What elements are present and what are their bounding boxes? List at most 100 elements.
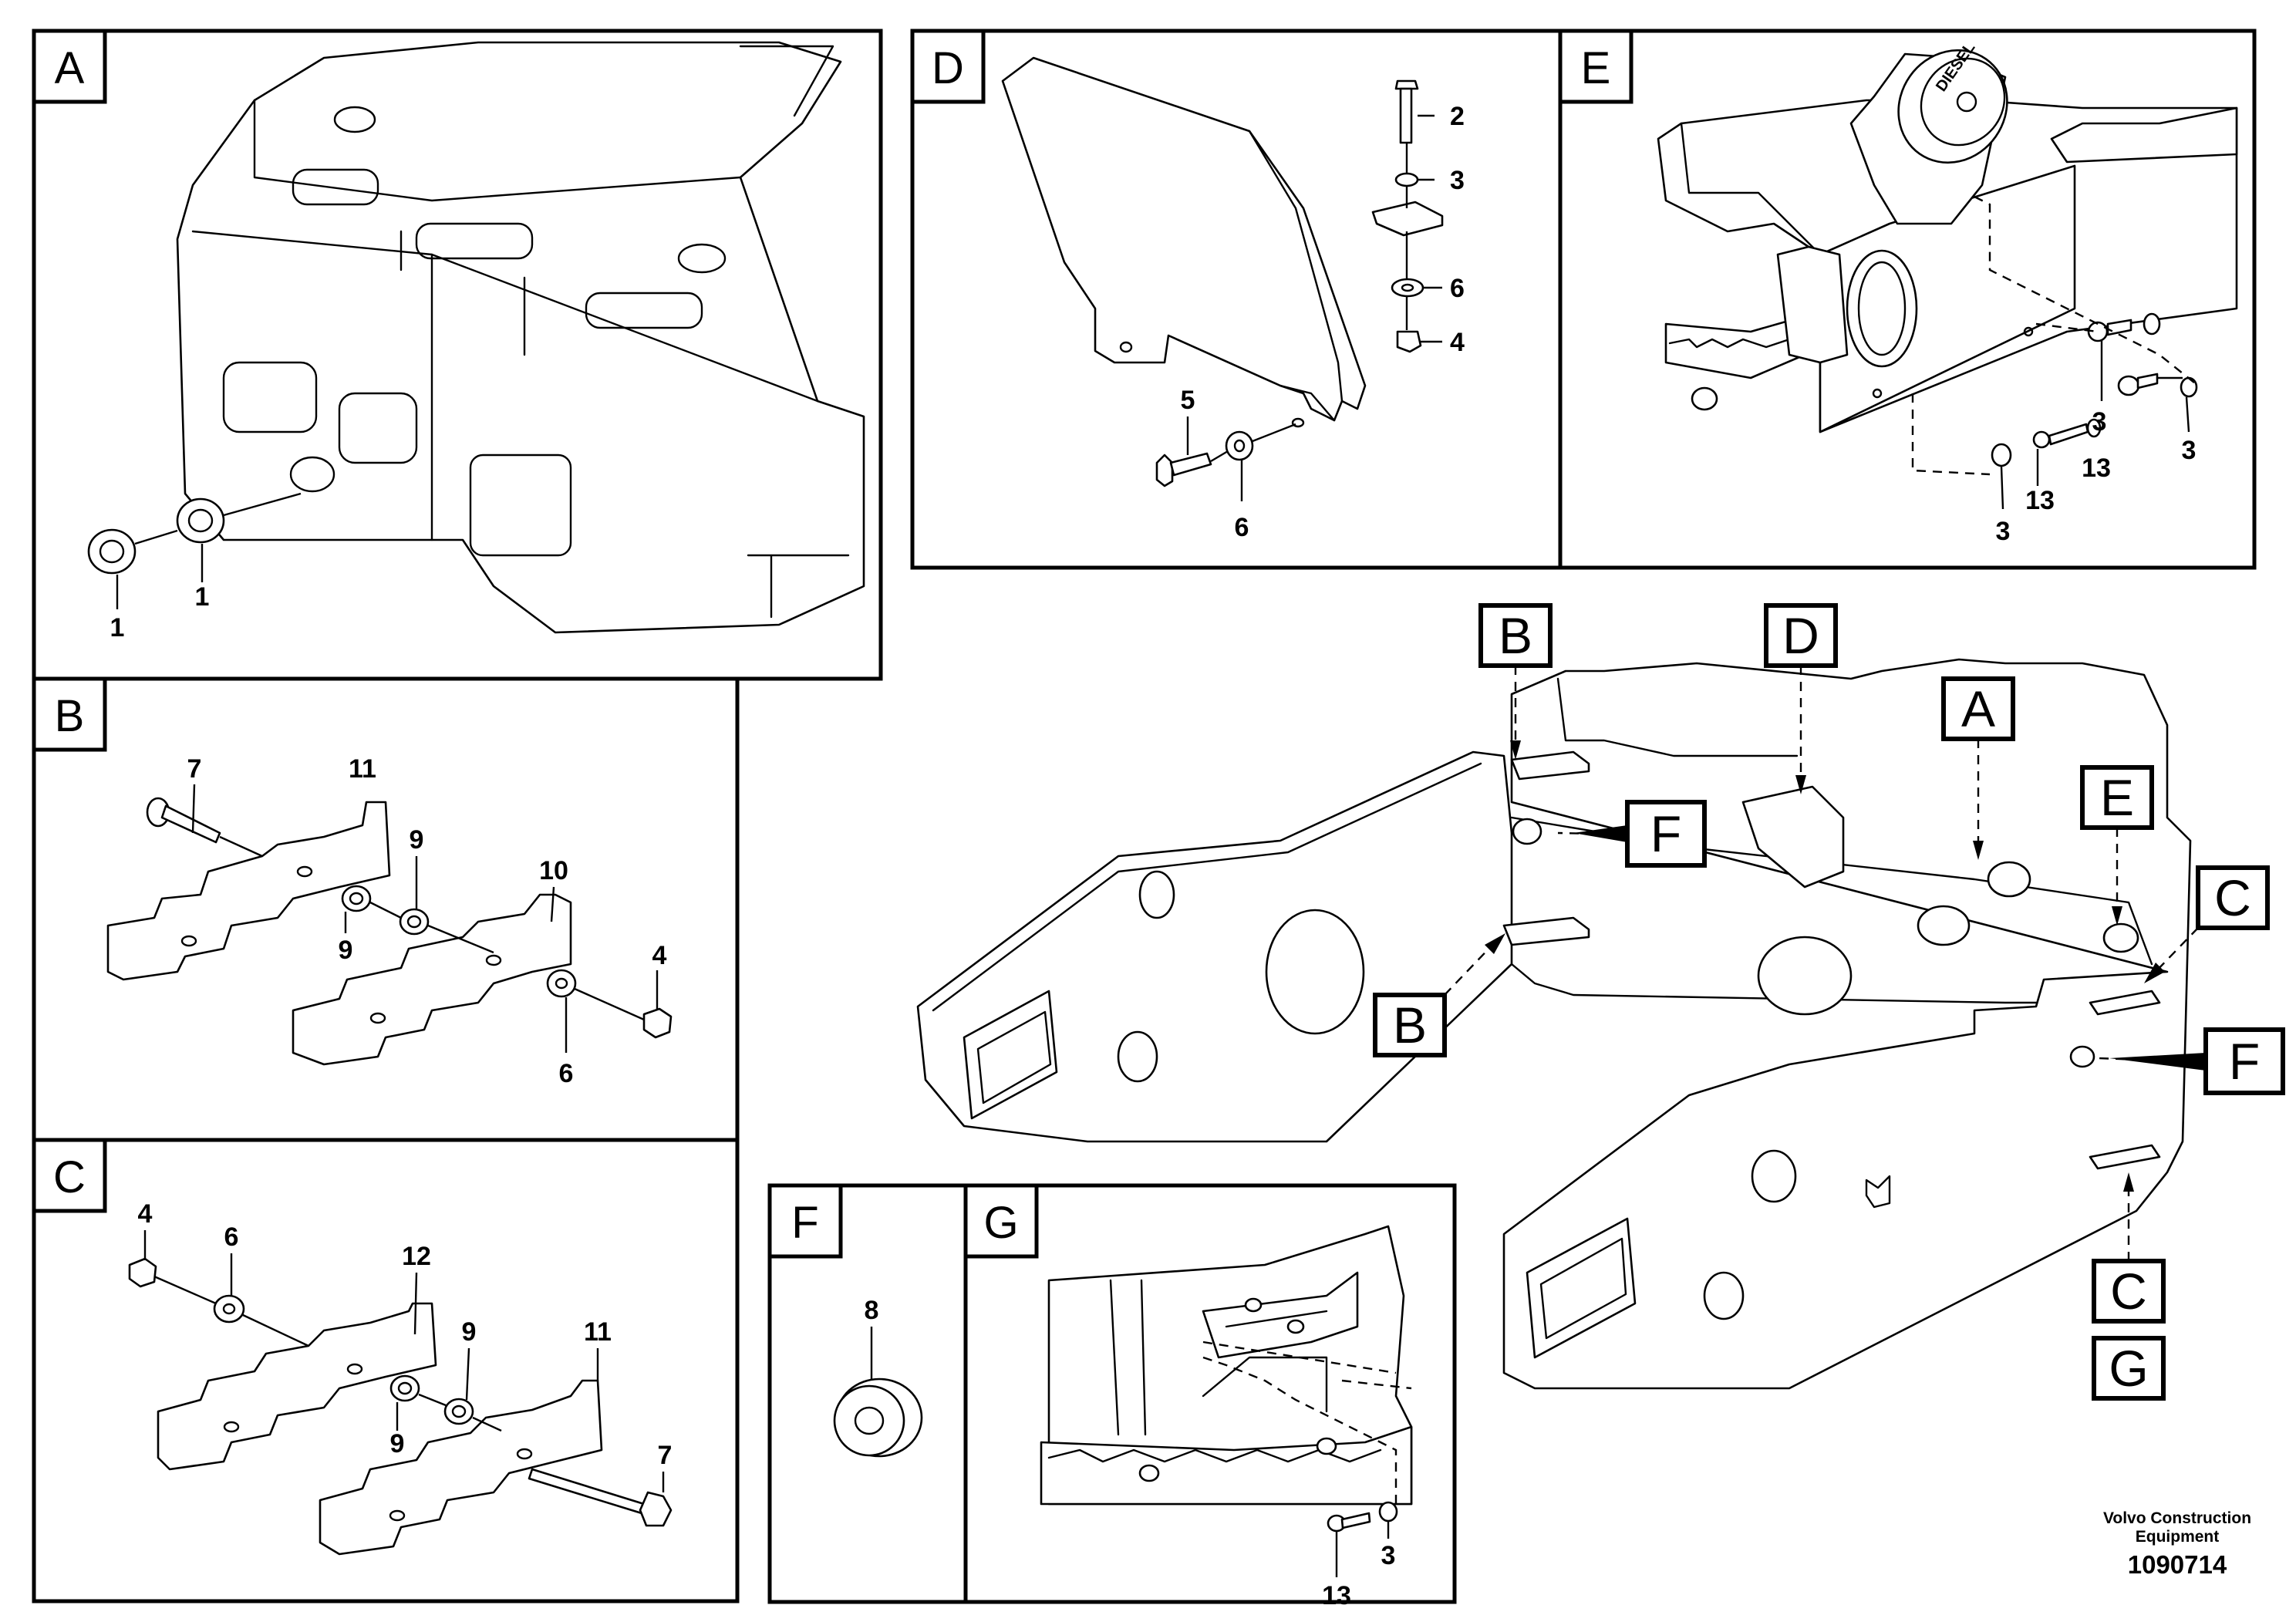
callout-label: B [1499,607,1532,664]
callout-e: E [2080,765,2154,926]
item-number: 4 [138,1199,153,1229]
panel-e: E DIESEL [1558,29,2257,570]
panel-g: G 13 3 [963,1183,1457,1610]
bracket-11 [106,801,391,981]
item-number: 2 [1450,102,1465,131]
item-number: 9 [410,825,424,855]
panel-f-label-box [767,1183,843,1259]
brand-line-2: Equipment [2136,1528,2220,1546]
item-number: 11 [349,754,376,784]
panel-f: F 8 [767,1183,968,1604]
washer-6-c [213,1294,245,1324]
item-number: 12 [402,1242,431,1271]
callout-d: D [1764,603,1838,794]
nut-4 [642,1007,673,1039]
item-number: 1 [110,613,125,642]
fasteners-e [1991,312,2198,467]
callout-label: A [1961,680,1995,737]
panel-a-label: A [55,43,85,93]
item-number: 7 [658,1441,673,1470]
callout-label: B [1393,996,1427,1054]
callout-label: C [2214,869,2251,926]
footer: Volvo Construction Equipment 1090714 [2103,1509,2251,1579]
item-number: 6 [559,1059,574,1088]
item-number: 6 [224,1222,239,1252]
panel-c-label: C [53,1152,86,1202]
nut-4-d [1396,330,1422,353]
panel-g-frame [963,1183,1457,1604]
panel-e-frame [1558,29,2257,570]
item-number: 1 [195,582,210,612]
spacer-9c [389,1374,420,1402]
panel-f-label: F [791,1198,818,1248]
panel-a: A 1 1 [32,29,883,681]
callout-b-top: B [1478,603,1553,760]
callout-a: A [1941,676,2015,860]
panel-a-drawing [176,41,865,634]
panel-b-label-box [32,676,107,752]
fasteners-g [1327,1501,1398,1533]
item-number: 4 [1450,328,1465,357]
callout-c-bottom: C [2092,1172,2166,1324]
fuel-cap: DIESEL [1849,39,2008,225]
item-number: 10 [539,856,568,885]
drawing-number: 1090714 [2128,1550,2227,1579]
item-number: 6 [1235,513,1249,542]
callout-b-bottom: B [1373,933,1505,1057]
item-number: 4 [652,941,667,970]
tank-frame [1657,99,2238,433]
panel-a-label-box [32,29,107,104]
spacer-9b [399,908,430,936]
item-number: 13 [2082,454,2111,483]
bracket-12 [157,1302,437,1471]
callout-label: D [1782,607,1819,664]
bolt-7 [146,797,221,844]
brand-line-1: Volvo Construction [2103,1509,2251,1527]
panel-b: B 7 11 [32,676,740,1142]
bracket-10 [292,893,572,1066]
panel-e-label: E [1581,43,1611,93]
panel-d-label: D [932,43,964,93]
callout-c-top: C [2144,865,2270,983]
item-number: 8 [865,1296,879,1325]
callout-label: G [2109,1340,2148,1397]
panel-c: C 4 6 [32,1138,740,1603]
panel-c-label-box [32,1138,107,1213]
item-number: 11 [584,1317,612,1347]
washer-6-d [1391,278,1424,298]
callout-label: F [2229,1033,2260,1090]
shield-plate [1001,56,1444,428]
callout-f-bottom: F [2097,1027,2285,1095]
panel-g-label-box [963,1183,1039,1259]
item-number: 9 [339,936,353,965]
callout-label: C [2110,1263,2147,1320]
seal-ring-2 [176,497,225,544]
washer-3 [1394,172,1419,187]
item-number: 13 [2025,486,2055,515]
spacer-9a [341,885,372,912]
panel-g-label: G [983,1198,1018,1248]
item-number: 3 [1450,166,1465,195]
nut-4-c [128,1257,157,1288]
bolt-7-c [528,1468,673,1527]
callout-label: F [1650,805,1681,862]
callout-label: E [2100,769,2134,826]
item-number: 9 [390,1429,405,1458]
spacer-9d [443,1398,474,1425]
seal-ring-1 [87,528,137,575]
item-number: 3 [2182,436,2197,465]
item-number: 7 [187,754,202,784]
bolt-2 [1394,79,1419,144]
panel-e-label-box [1558,29,1633,104]
item-number: 3 [1381,1541,1396,1570]
item-number: 5 [1181,386,1195,415]
panel-b-label: B [55,691,85,741]
overview-callouts: B D A E F C [1373,603,2285,1401]
panel-c-frame [32,1138,740,1603]
item-number: 3 [1996,517,2011,546]
item-number: 13 [1322,1581,1351,1610]
washer-6 [546,969,577,998]
item-number: 3 [2092,407,2107,437]
step-assembly [1040,1225,1413,1506]
